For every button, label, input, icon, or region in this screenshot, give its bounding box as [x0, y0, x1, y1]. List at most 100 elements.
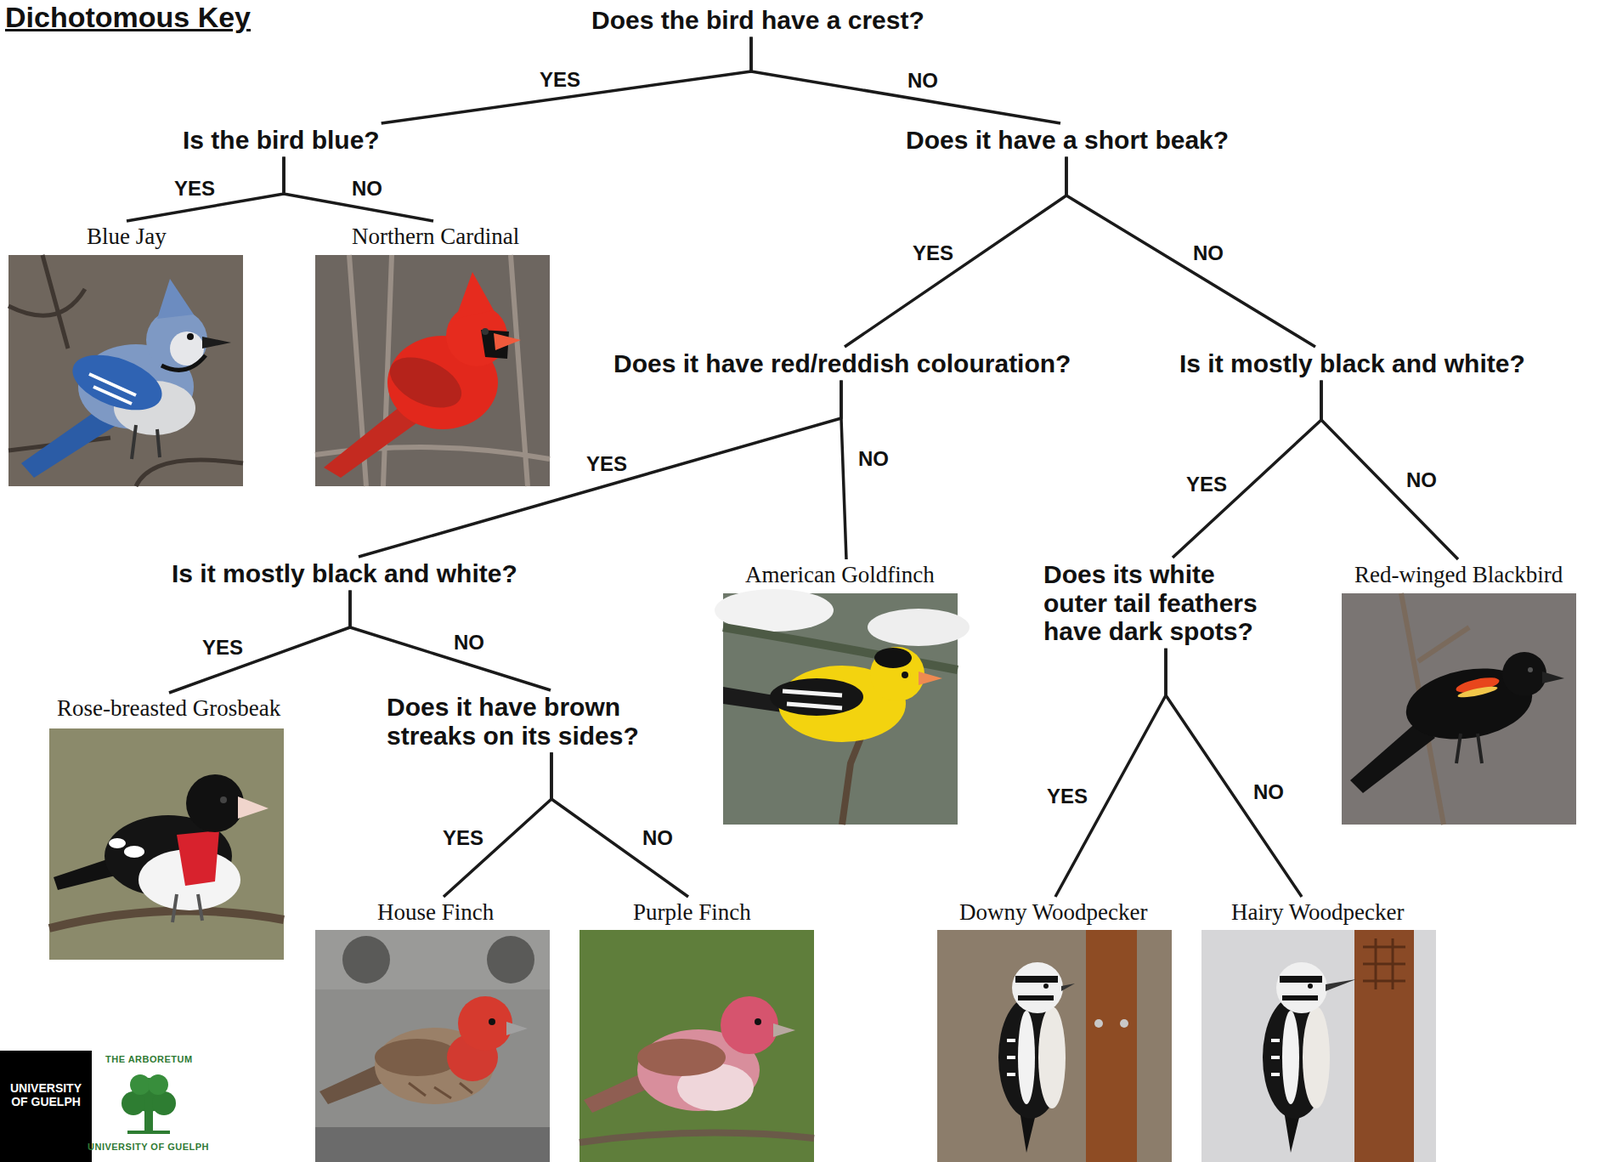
branch-answer: YES [910, 242, 956, 265]
goldfinch-photo-part [901, 671, 909, 679]
blackbird-photo-part [1502, 651, 1547, 696]
hairy-woodpecker-photo [1201, 929, 1437, 1162]
species-name: Hairy Woodpecker [1226, 896, 1410, 928]
arboretum-logo-text: UNIVERSITY OF GUELPH [87, 1141, 210, 1152]
downy-woodpecker-photo-part [937, 929, 1172, 1162]
cardinal-photo-part [455, 271, 494, 319]
branch-answer: YES [537, 68, 583, 91]
branch-line [283, 157, 434, 221]
blue-jay-photo-part [131, 424, 160, 459]
branch-line [350, 590, 551, 690]
branch-answer: NO [1190, 242, 1227, 265]
hairy-woodpecker-photo-part [1276, 961, 1328, 1013]
question-box: Does its white outer tail feathers have … [1038, 557, 1277, 649]
branch-line [169, 590, 351, 693]
downy-woodpecker-photo-part [1085, 929, 1137, 1162]
branch-answer: YES [583, 452, 630, 475]
species-name: Downy Woodpecker [954, 896, 1154, 928]
hairy-woodpecker-photo-part [1201, 929, 1437, 1162]
node-text: Is the bird blue? [182, 125, 380, 155]
node-text: Does it have red/reddish colouration? [613, 349, 1071, 379]
purple-finch-photo-part [754, 1017, 762, 1025]
house-finch-photo-part [486, 935, 535, 984]
grosbeak-photo-part [237, 796, 269, 819]
house-finch-photo-part [506, 1021, 528, 1035]
node-text: Downy Woodpecker [959, 898, 1148, 926]
branch-line [443, 751, 552, 897]
downy-woodpecker-photo-part [1012, 961, 1063, 1013]
downy-woodpecker-photo [937, 929, 1172, 1162]
hairy-woodpecker-photo-part [1279, 975, 1323, 983]
arboretum-tree-part [121, 1091, 146, 1115]
purple-finch-photo-part [579, 1132, 815, 1143]
blue-jay-photo-part [161, 355, 206, 370]
branch-line [1165, 648, 1302, 897]
species-name: Blue Jay [81, 220, 172, 253]
question-box: Is it mostly black and white? [166, 556, 523, 591]
house-finch-photo-part [408, 1082, 473, 1098]
hairy-woodpecker-photo-part [1354, 929, 1414, 1162]
arboretum-tree-part [130, 1074, 151, 1095]
node-text: Does it have brown streaks on its sides? [386, 692, 651, 750]
purple-finch-photo-part [637, 1038, 726, 1076]
blackbird-photo [1341, 593, 1577, 825]
house-finch-photo-part [315, 929, 550, 1162]
hairy-woodpecker-photo-part [1307, 983, 1313, 989]
blackbird-photo-part [1527, 667, 1533, 673]
blue-jay-photo-part [186, 333, 194, 340]
branch-answer: YES [199, 636, 246, 659]
species-name: Red-winged Blackbird [1349, 559, 1568, 591]
grosbeak-photo-part [108, 837, 126, 849]
goldfinch-photo-part [870, 646, 925, 702]
downy-woodpecker-photo-part [1015, 975, 1058, 983]
blue-jay-photo-part [202, 336, 232, 349]
branch-line [1321, 380, 1459, 560]
branch-line [1055, 648, 1166, 897]
branch-answer: NO [349, 177, 385, 200]
node-text: Red-winged Blackbird [1354, 561, 1563, 588]
arboretum-logo-text: THE ARBORETUM [105, 1053, 193, 1064]
branch-answer: YES [1183, 473, 1230, 496]
arboretum-tree-part [152, 1091, 176, 1115]
question-box: Does the bird have a crest? [586, 3, 930, 38]
downy-woodpecker-photo-part [1061, 983, 1075, 991]
goldfinch-photo-part [918, 671, 943, 685]
house-finch-photo-part [457, 995, 513, 1051]
blackbird-photo-part [1457, 684, 1499, 700]
node-text: Does its white outer tail feathers have … [1043, 559, 1272, 646]
downy-woodpecker-photo-part [1017, 1010, 1035, 1104]
goldfinch-photo [714, 588, 970, 825]
goldfinch-photo-part [769, 678, 864, 716]
blackbird-photo-part [1542, 671, 1565, 684]
house-finch-photo-part [315, 929, 550, 990]
university-logo-block [0, 1050, 92, 1162]
cardinal-photo-part [315, 254, 550, 487]
branch-line [1066, 157, 1316, 347]
house-finch-photo-part [488, 1017, 496, 1025]
branch-line [751, 37, 1061, 124]
branch-line [126, 157, 284, 221]
purple-finch-photo-part [773, 1023, 796, 1037]
downy-woodpecker-photo-part [1017, 995, 1054, 1001]
downy-woodpecker-photo-part [1038, 1006, 1066, 1109]
branch-line [844, 157, 1067, 347]
arboretum-tree-part [147, 1074, 169, 1095]
blackbird-photo-part [1341, 593, 1577, 825]
question-box: Does it have red/reddish colouration? [608, 346, 1076, 381]
blue-jay-photo-part [8, 254, 244, 487]
blue-jay-photo-part [157, 278, 194, 319]
branch-line [551, 751, 689, 897]
branch-answer: YES [1044, 785, 1091, 808]
house-finch-photo [315, 929, 550, 1162]
question-box: Does it have brown streaks on its sides? [381, 689, 656, 752]
goldfinch-photo-part [723, 627, 958, 670]
cardinal-photo-part [493, 333, 521, 351]
node-text: Blue Jay [86, 223, 167, 250]
blackbird-photo-part [1456, 733, 1482, 764]
downy-woodpecker-photo-part [1094, 1018, 1103, 1028]
grosbeak-photo [49, 728, 284, 960]
blue-jay-photo-part [8, 254, 244, 487]
grosbeak-photo-part [49, 728, 284, 960]
university-logo-text: UNIVERSITY OF GUELPH [5, 1080, 87, 1109]
